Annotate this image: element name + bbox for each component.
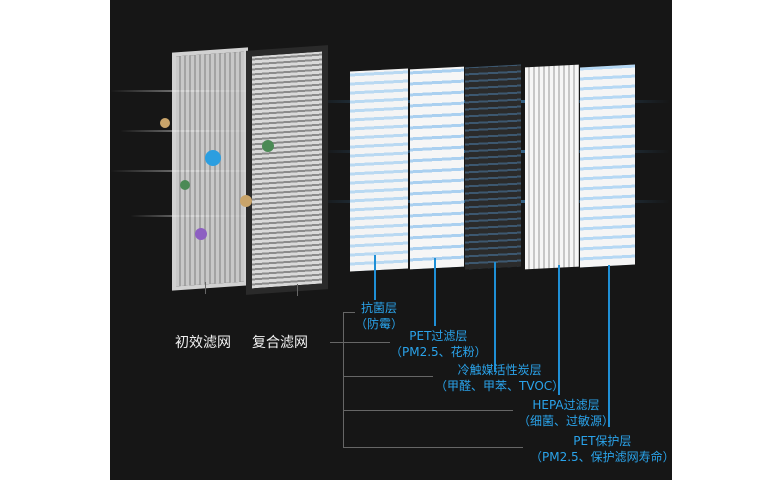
layer-label: PET保护层 （PM2.5、保护滤网寿命） [530, 433, 675, 465]
bracket-line [343, 447, 523, 448]
layer-detail: （甲醛、甲苯、TVOC） [435, 379, 565, 393]
layer-name: HEPA过滤层 [532, 398, 600, 412]
particle [262, 140, 274, 152]
bracket-line [343, 410, 513, 411]
leader-line [494, 262, 496, 372]
particle [195, 228, 207, 240]
composite-filter-panel [246, 45, 328, 295]
dark-background [110, 0, 672, 480]
particle [240, 195, 252, 207]
leader-line [608, 265, 610, 427]
pet-filter-layer [410, 66, 464, 270]
layer-label: 冷触媒活性炭层 （甲醛、甲苯、TVOC） [435, 362, 564, 394]
leader-line [374, 255, 376, 300]
layer-label: 抗菌层 （防霉） [355, 300, 403, 332]
leader-line [205, 282, 206, 294]
layer-name: PET过滤层 [409, 329, 468, 343]
bracket-line [330, 342, 390, 343]
primary-filter-panel [172, 47, 248, 291]
leader-line [558, 265, 560, 395]
composite-filter-label: 复合滤网 [252, 335, 308, 351]
bracket-line [343, 312, 344, 448]
layer-detail: （细菌、过敏源） [518, 414, 615, 428]
bracket-line [343, 376, 433, 377]
layer-detail: （PM2.5、花粉） [390, 345, 487, 359]
layer-label: PET过滤层 （PM2.5、花粉） [390, 328, 487, 360]
leader-line [297, 284, 298, 296]
particle [180, 180, 190, 190]
layer-name: PET保护层 [573, 434, 632, 448]
carbon-layer [465, 64, 521, 270]
layer-detail: （PM2.5、保护滤网寿命） [530, 450, 675, 464]
leader-line [434, 258, 436, 326]
layer-label: HEPA过滤层 （细菌、过敏源） [518, 397, 614, 429]
layer-detail: （防霉） [355, 317, 404, 331]
hepa-layer [525, 64, 579, 270]
primary-filter-label: 初效滤网 [175, 335, 231, 351]
particle [160, 118, 170, 128]
antibacterial-layer [350, 68, 408, 272]
layer-name: 冷触媒活性炭层 [457, 363, 542, 377]
particle [205, 150, 221, 166]
bracket-line [343, 312, 355, 313]
pet-protect-layer [580, 64, 635, 268]
layer-name: 抗菌层 [361, 301, 398, 315]
